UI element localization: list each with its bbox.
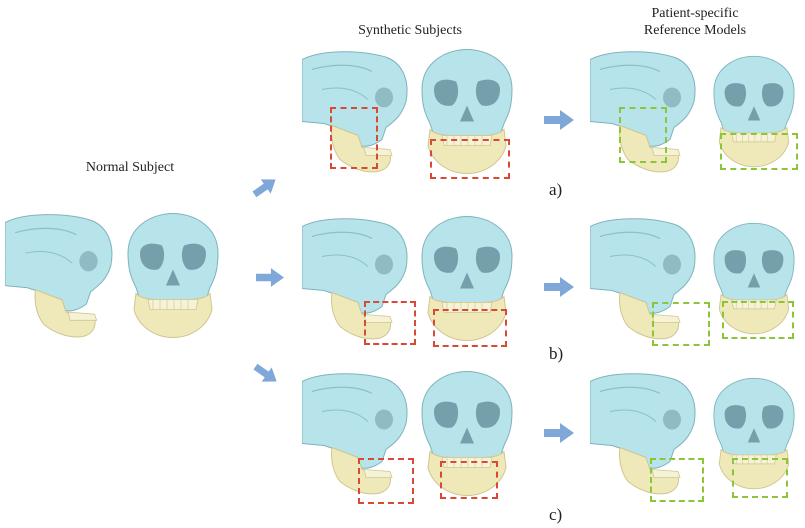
row-b-arrow (544, 277, 574, 297)
row-b-synthetic-frontal-highlight (433, 309, 507, 347)
arrow-to-row-b (256, 268, 284, 287)
row-c-label: c) (549, 505, 562, 525)
arrow-to-row-c (250, 359, 282, 389)
row-c-synthetic-frontal-highlight (440, 461, 498, 499)
row-a-label: a) (549, 180, 562, 200)
row-c-synthetic-lateral-highlight (358, 458, 414, 504)
row-c-arrow (544, 423, 574, 443)
row-a-reference-frontal-highlight (720, 133, 798, 170)
header-reference-line2: Reference Models (620, 22, 770, 39)
row-a-reference-lateral-highlight (619, 107, 667, 163)
row-b-reference-frontal-highlight (722, 301, 794, 339)
header-normal-subject: Normal Subject (70, 159, 190, 176)
header-synthetic-subjects: Synthetic Subjects (330, 22, 490, 39)
row-b-synthetic-lateral-highlight (364, 301, 416, 345)
row-b-reference-lateral-highlight (652, 302, 710, 346)
normal-subject-lateral-skull (5, 212, 117, 340)
row-a-synthetic-frontal-highlight (430, 139, 510, 179)
normal-subject-frontal-skull (118, 212, 228, 340)
row-c-reference-frontal-highlight (732, 458, 788, 498)
row-c-reference-lateral-highlight (650, 458, 704, 502)
row-a-synthetic-lateral-highlight (330, 107, 378, 169)
arrow-to-row-a (249, 172, 281, 202)
row-b-label: b) (549, 344, 563, 364)
header-reference-line1: Patient-specific (620, 5, 770, 22)
row-a-arrow (544, 110, 574, 130)
